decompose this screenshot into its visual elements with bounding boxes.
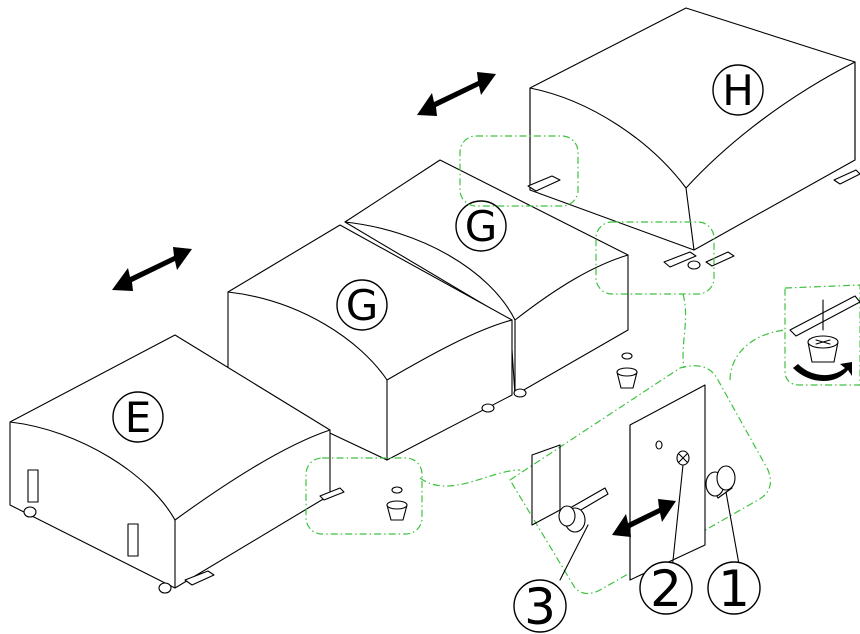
svg-text:E: E xyxy=(125,393,152,442)
part-3-bracket xyxy=(558,487,609,533)
label-e: E xyxy=(112,391,164,443)
label-h: H xyxy=(712,64,764,116)
double-arrow-icon xyxy=(112,247,192,291)
glide-foot-detail-lower xyxy=(386,486,408,521)
part-label-1: 1 xyxy=(707,560,761,618)
double-arrow-icon xyxy=(417,72,496,116)
svg-text:G: G xyxy=(346,281,379,330)
svg-text:3: 3 xyxy=(524,578,556,634)
svg-text:G: G xyxy=(465,202,498,251)
connector-detail xyxy=(531,384,741,581)
double-arrow-icon xyxy=(612,499,676,537)
svg-text:2: 2 xyxy=(650,560,682,618)
module-g-front: G xyxy=(227,224,527,461)
rotate-arrow-icon xyxy=(793,362,852,382)
part-1-glide xyxy=(705,465,736,499)
module-g-back: G xyxy=(344,159,629,396)
label-g-front: G xyxy=(336,279,388,331)
svg-text:1: 1 xyxy=(718,560,750,618)
part-label-2: 2 xyxy=(639,560,693,618)
part-2-washer xyxy=(676,450,690,466)
detail-outlines xyxy=(305,135,860,595)
svg-text:H: H xyxy=(722,66,754,115)
module-h: H xyxy=(527,7,860,270)
module-e: E xyxy=(9,334,345,594)
label-g-back: G xyxy=(455,200,507,252)
part-label-3: 3 xyxy=(513,578,567,634)
glide-foot-detail-upper xyxy=(616,352,638,389)
rotate-detail xyxy=(789,295,860,382)
